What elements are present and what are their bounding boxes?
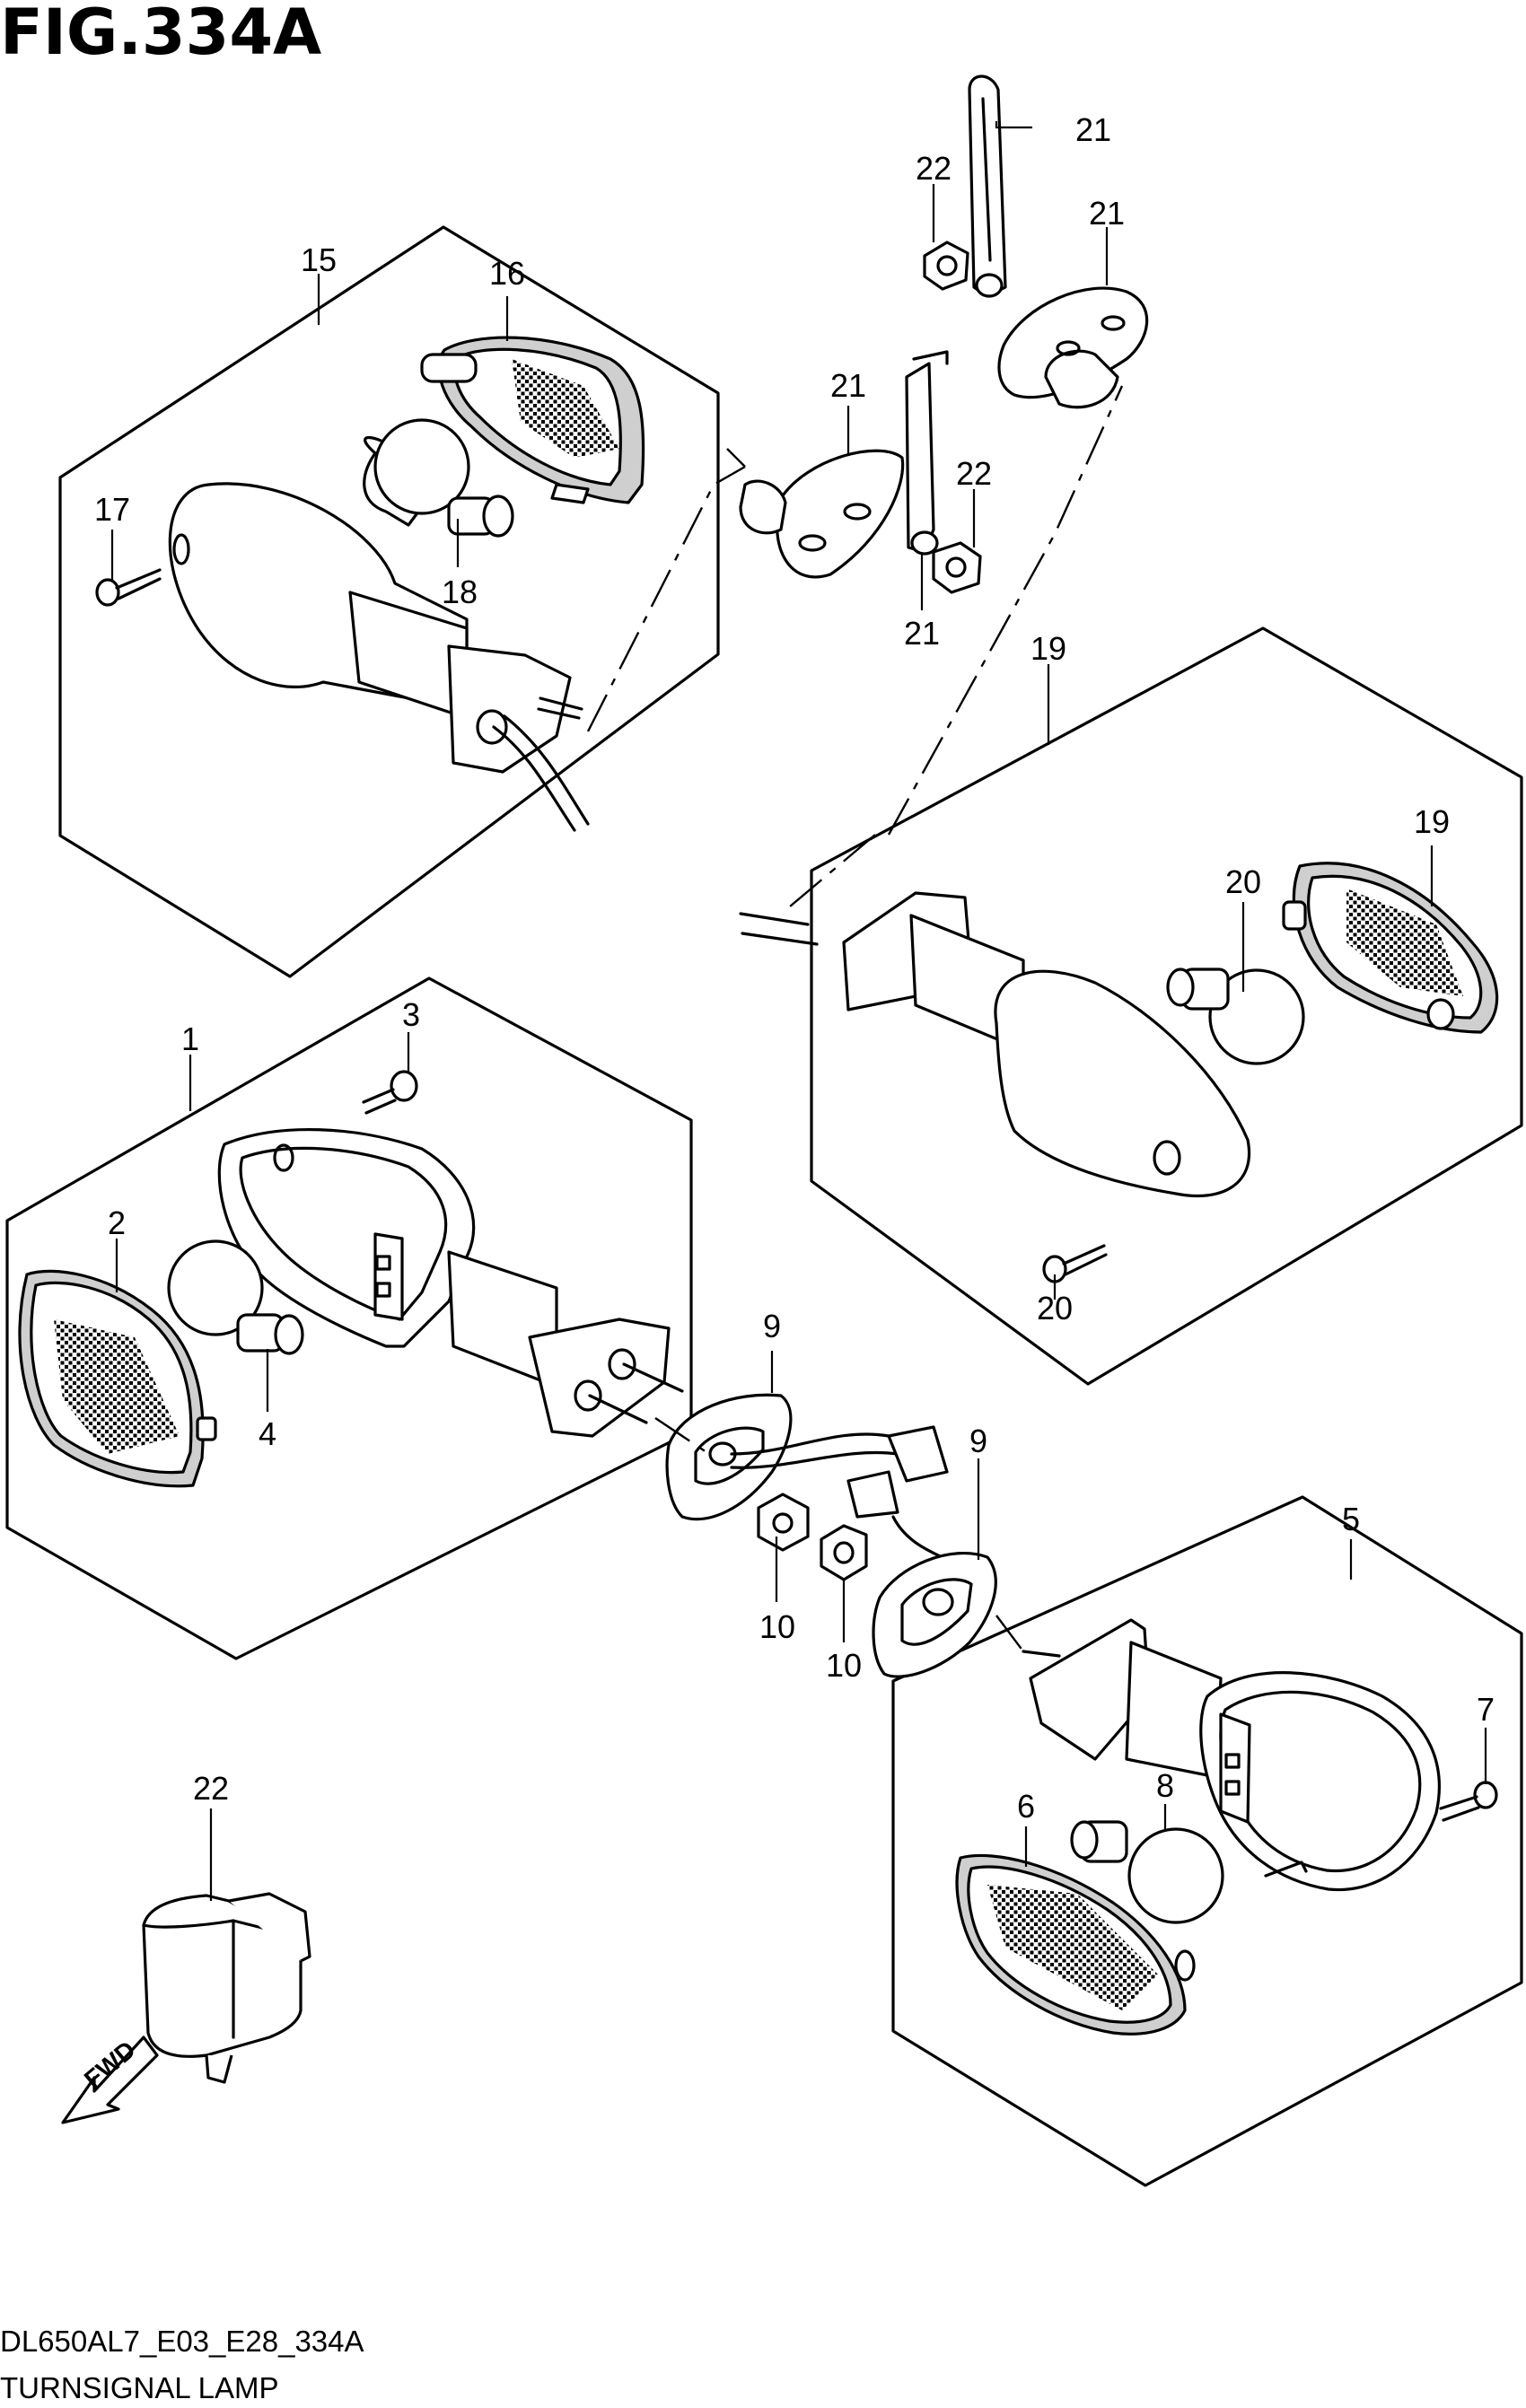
callout-17: 20 bbox=[1037, 1290, 1073, 1327]
connection-line bbox=[586, 465, 746, 732]
connection-line bbox=[726, 448, 746, 468]
callout-20-upper: 22 bbox=[916, 150, 952, 187]
callout-4: 4 bbox=[259, 1415, 276, 1452]
callout-13: 17 bbox=[94, 491, 130, 528]
screw-13 bbox=[95, 568, 162, 607]
callout-9-right: 9 bbox=[969, 1423, 987, 1459]
screw-7 bbox=[1439, 1781, 1498, 1822]
callout-19-right: 21 bbox=[1089, 195, 1125, 232]
connection-line bbox=[995, 1615, 1024, 1652]
group-box-5 bbox=[891, 1495, 1523, 2187]
diagram-name: TURNSIGNAL LAMP bbox=[0, 2371, 279, 2404]
callout-21-upper: 21 bbox=[1075, 111, 1111, 148]
callout-3: 3 bbox=[402, 996, 420, 1033]
callout-20-lower: 22 bbox=[956, 455, 992, 492]
screw-17 bbox=[1042, 1244, 1108, 1283]
mount-set-middle bbox=[665, 1393, 997, 1678]
connection-line bbox=[887, 385, 1124, 836]
callout-16: 19 bbox=[1414, 803, 1450, 840]
group-box-11 bbox=[58, 225, 720, 978]
fwd-arrow-icon: FWD bbox=[61, 2036, 159, 2124]
callout-9-left: 9 bbox=[763, 1308, 781, 1344]
turn-signal-assembly-1 bbox=[18, 1070, 684, 1488]
callout-19-left: 21 bbox=[830, 367, 866, 404]
figure-title: FIG.334A bbox=[0, 0, 321, 69]
turn-signal-assembly-5 bbox=[955, 1618, 1498, 2036]
connection-line bbox=[789, 834, 876, 907]
turn-signal-assembly-11 bbox=[95, 336, 645, 832]
turn-signal-assembly-15 bbox=[739, 862, 1499, 1283]
group-box-15 bbox=[810, 626, 1523, 1386]
connection-line bbox=[654, 1417, 710, 1455]
diagram-code: DL650AL7_E03_E28_334A bbox=[0, 2325, 364, 2358]
screw-3 bbox=[362, 1070, 418, 1115]
callout-21-lower: 21 bbox=[904, 615, 940, 652]
callout-10-right: 10 bbox=[826, 1647, 862, 1684]
callout-18: 20 bbox=[1225, 863, 1261, 900]
callout-10-left: 10 bbox=[759, 1608, 795, 1645]
callout-11: 15 bbox=[301, 241, 337, 278]
callout-1: 1 bbox=[181, 1020, 199, 1057]
callout-15: 19 bbox=[1030, 630, 1066, 667]
relay-22 bbox=[142, 1892, 311, 2084]
callout-22: 22 bbox=[193, 1770, 229, 1807]
callout-5: 5 bbox=[1342, 1501, 1360, 1537]
leader-lines bbox=[110, 121, 1487, 1901]
callout-6: 6 bbox=[1017, 1788, 1035, 1825]
callout-12: 16 bbox=[489, 255, 525, 292]
callout-8: 8 bbox=[1156, 1767, 1174, 1804]
bracket-set-top bbox=[739, 74, 1149, 594]
callout-14: 18 bbox=[442, 574, 478, 610]
callout-2: 2 bbox=[108, 1204, 126, 1241]
callout-7: 7 bbox=[1477, 1691, 1495, 1728]
